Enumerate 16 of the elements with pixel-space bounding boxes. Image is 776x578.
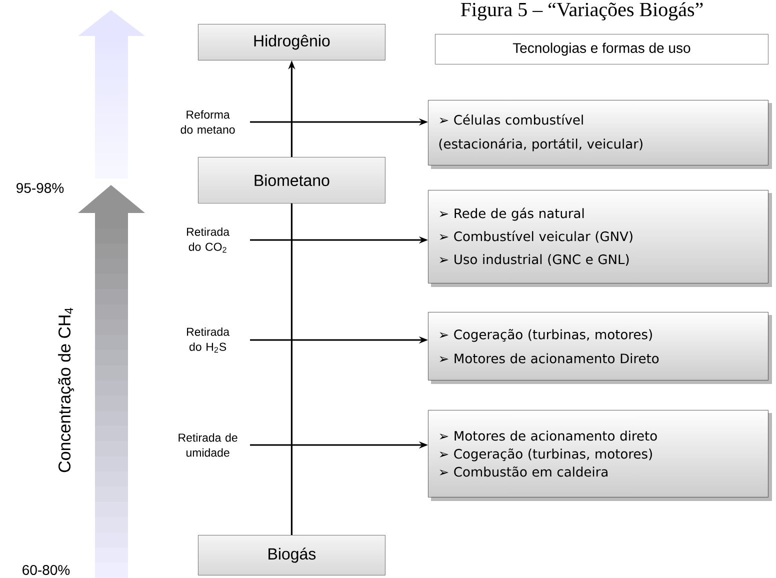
list-box: ➢ Cogeração (turbinas, motores) ➢ Motores de acionamento Direto	[428, 312, 772, 384]
process-box: Hidrogênio	[198, 24, 386, 60]
edge-label: Reforma do metano	[180, 110, 235, 134]
title: Figura 5 – “Variações Biogás”	[460, 2, 703, 20]
scale-label: 60-80%	[22, 565, 70, 575]
list-box: ➢ Células combustível (estacionária, portátil, veicular)	[428, 100, 772, 169]
header-box: Tecnologias e formas de uso	[435, 34, 768, 64]
process-box: Biometano	[198, 157, 386, 204]
axis-label: Concentração de CH$_{4}$	[58, 308, 74, 472]
list-box: ➢ Motores de acionamento direto ➢ Cogeração (turbinas, motores) ➢ Combustão em caldeira	[428, 410, 772, 501]
process-box: Biogás	[198, 535, 386, 576]
edge-label: Retirada do H$_{2}$S	[187, 327, 230, 353]
edge-label: Retirada de umidade	[178, 433, 238, 457]
list-box: ➢ Rede de gás natural ➢ Combustível veicular (GNV) ➢ Uso industrial (GNC e GNL)	[428, 190, 772, 287]
scale-label: 95-98%	[16, 183, 64, 193]
edge-label: Retirada do CO$_{2}$	[187, 227, 230, 253]
